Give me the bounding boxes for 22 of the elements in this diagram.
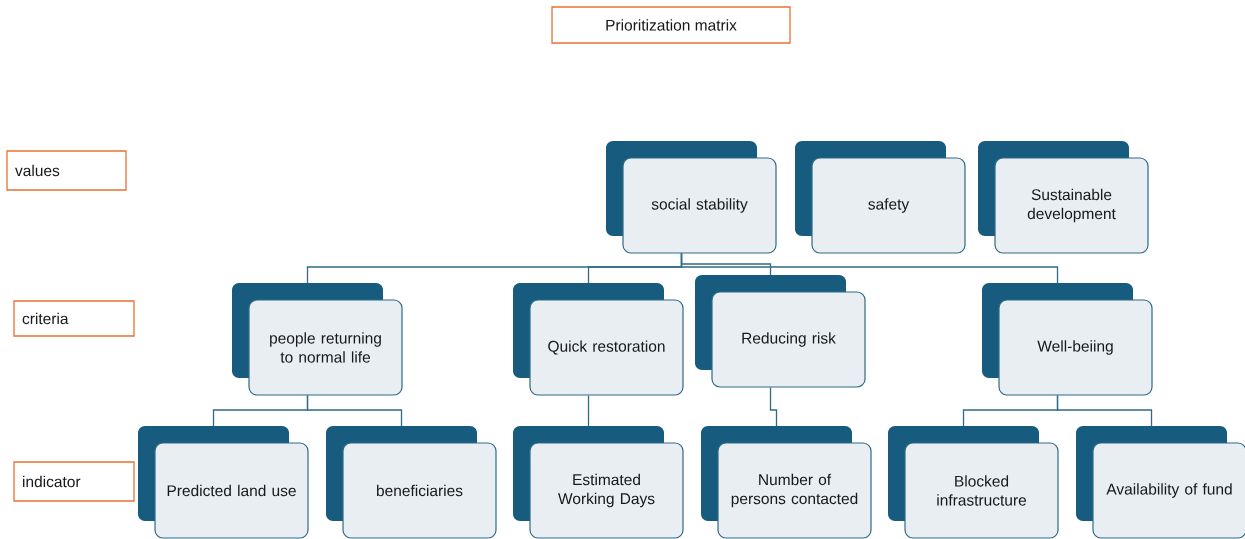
card: Reducing risk xyxy=(695,275,866,388)
connector xyxy=(680,252,1059,284)
label-box: indicator xyxy=(13,461,135,502)
card: Number of persons contacted xyxy=(701,426,872,539)
connector xyxy=(587,394,590,427)
connector xyxy=(306,394,403,427)
connector xyxy=(769,386,778,427)
card: Availability of fund xyxy=(1076,426,1245,539)
card: social stability xyxy=(606,141,777,254)
card: safety xyxy=(795,141,966,254)
card: Estimated Working Days xyxy=(513,426,684,539)
card: people returning to normal life xyxy=(232,283,403,396)
card: Blocked infrastructure xyxy=(888,426,1059,539)
label-box: criteria xyxy=(13,300,135,337)
card: Predicted land use xyxy=(138,426,309,539)
card: Well-beiing xyxy=(982,283,1153,396)
connector xyxy=(1056,394,1153,427)
title-box: Prioritization matrix xyxy=(551,6,791,44)
card: Sustainable development xyxy=(978,141,1149,254)
label-box: values xyxy=(6,150,127,191)
card: Quick restoration xyxy=(513,283,684,396)
card: beneficiaries xyxy=(326,426,497,539)
